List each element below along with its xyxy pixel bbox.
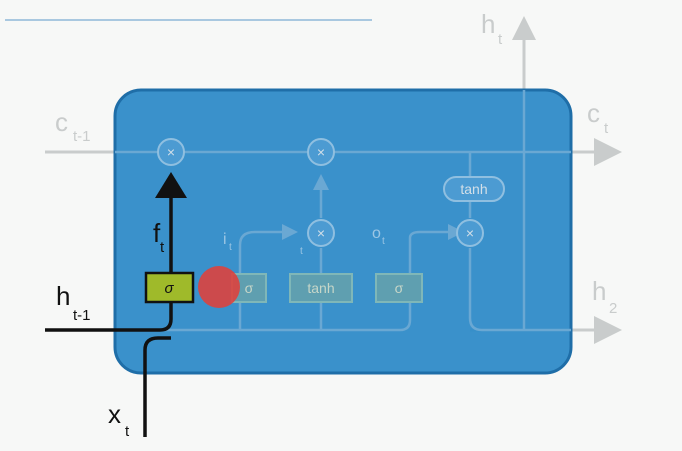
cursor-dot-icon	[198, 266, 240, 308]
add-node-symbol: ×	[317, 144, 325, 160]
tanh-cell-label: tanh	[460, 181, 487, 197]
forget-label: f	[153, 218, 161, 248]
input-gate-arrow-icon	[282, 224, 298, 240]
cell-prev-sub: t-1	[73, 128, 91, 145]
candidate-sub: t	[300, 246, 303, 257]
cell-state-arrow-icon	[594, 138, 622, 166]
add-node: ×	[307, 138, 335, 166]
input-x-sub: t	[125, 423, 130, 440]
multiply-input: ×	[307, 219, 335, 247]
output-sigma-gate: σ	[375, 273, 423, 303]
hidden-prev-sub: t-1	[73, 307, 91, 324]
multiply-output: ×	[456, 219, 484, 247]
output-sigma-shape	[375, 273, 423, 303]
tanh-cell-shape	[443, 176, 505, 202]
input-x-label: x	[108, 399, 121, 429]
multiply-input-icon	[307, 219, 335, 247]
multiply-output-icon	[456, 219, 484, 247]
active-forget-path: σ f t h t-1 x t	[45, 172, 195, 440]
candidate-gate: tanh	[289, 273, 353, 303]
multiply-forget: ×	[157, 138, 185, 166]
cell-next-sub: t	[604, 120, 609, 137]
hidden-out-sub: 2	[609, 300, 617, 317]
output-gate-arrow-icon	[448, 224, 464, 240]
hidden-top-label: h	[481, 9, 495, 39]
hidden-prev-label: h	[56, 281, 70, 311]
candidate-gate-shape	[289, 273, 353, 303]
input-sigma-label: σ	[245, 280, 254, 296]
output-gate-label: o	[372, 225, 381, 242]
multiply-forget-icon	[157, 138, 185, 166]
candidate-gate-label: tanh	[307, 280, 334, 296]
output-sigma-label: σ	[395, 280, 404, 296]
cell-next-label: c	[587, 98, 600, 128]
update-arrow-icon	[313, 174, 329, 190]
output-gate-sub: t	[382, 236, 385, 247]
tanh-cell-node: tanh	[443, 176, 505, 202]
output-path	[468, 248, 571, 332]
input-gate-sub: t	[229, 242, 232, 253]
hidden-right-arrow-icon	[594, 316, 622, 344]
forget-sigma-label: σ	[164, 280, 174, 297]
hidden-top-sub: t	[498, 31, 503, 48]
cell-prev-label: c	[55, 107, 68, 137]
multiply-input-symbol: ×	[317, 225, 325, 241]
input-x-path	[143, 336, 171, 437]
hidden-out-label: h	[592, 276, 606, 306]
cell-internals: × × × × tanh tanh σ σ i	[115, 90, 571, 332]
multiply-forget-symbol: ×	[167, 144, 175, 160]
multiply-output-symbol: ×	[466, 225, 474, 241]
add-node-icon	[307, 138, 335, 166]
hidden-prev-path	[45, 198, 173, 332]
input-gate-label: i	[223, 231, 227, 248]
forget-sub: t	[160, 239, 165, 256]
forget-sigma-gate	[144, 271, 195, 304]
forget-arrow-icon	[155, 172, 187, 198]
hidden-output-arrow-icon	[512, 16, 536, 40]
input-gate-path	[238, 230, 282, 330]
